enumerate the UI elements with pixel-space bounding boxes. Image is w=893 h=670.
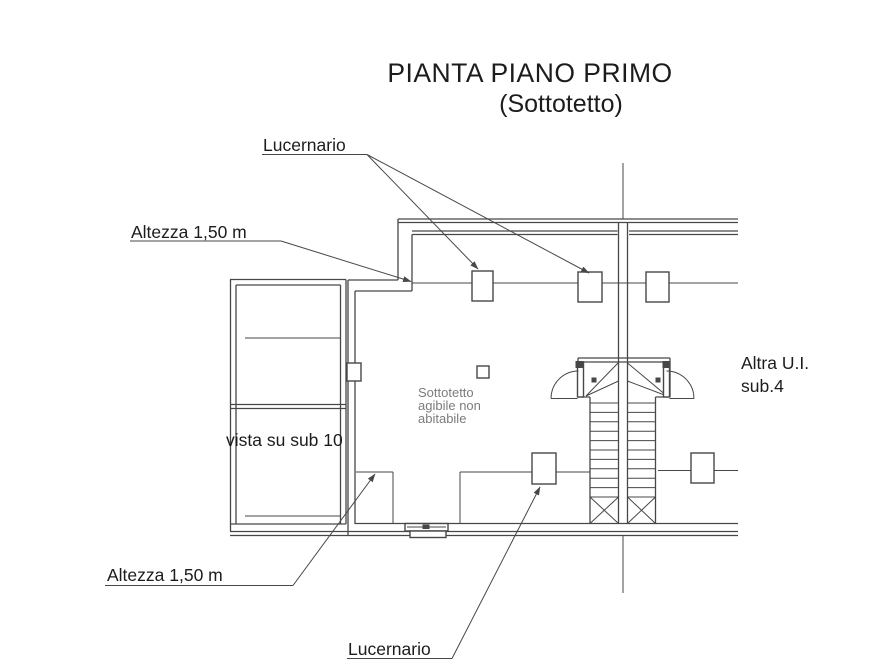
door-swing-arc-right <box>666 370 695 399</box>
balcony-sub10 <box>229 278 347 532</box>
plan-subtitle: (Sottotetto) <box>499 90 623 118</box>
stair-treads-right <box>627 402 656 498</box>
walls <box>230 218 738 537</box>
roof-post-symbol <box>476 365 490 379</box>
bottom-hatch-symbol <box>404 522 449 539</box>
left-wall <box>347 280 356 536</box>
height-label-top: Altezza 1,50 m <box>131 222 247 242</box>
top-outer-wall <box>348 218 738 292</box>
unit-division-wall <box>617 222 629 524</box>
skylight-leader-top-1 <box>366 154 479 270</box>
stair-direction-mark-left <box>591 377 597 383</box>
balcony-walls <box>229 278 347 532</box>
stair-break-lines <box>589 496 656 524</box>
skylight-label-top: Lucernario <box>263 135 346 155</box>
hatch-lower <box>409 530 447 539</box>
door-hinge-right <box>662 361 671 368</box>
low-height-zone-mid <box>459 471 590 524</box>
balcony-inner-lines <box>245 337 340 517</box>
skylight-2 <box>577 271 603 303</box>
bottom-wall <box>230 522 738 537</box>
skylight-leader-top-2 <box>366 154 590 274</box>
stair-treads-left <box>590 402 619 498</box>
room-note-line1: Sottotetto <box>418 385 474 400</box>
wall-window-symbol <box>346 362 362 382</box>
top-inner-wall <box>412 230 738 236</box>
room-note-line2: agibile non <box>418 398 481 413</box>
skylight-1 <box>471 270 494 302</box>
height-leader-bottom <box>292 473 376 586</box>
height-label-bottom: Altezza 1,50 m <box>107 565 223 585</box>
view-label: vista su sub 10 <box>226 430 343 450</box>
stair-winder-lines <box>585 362 668 397</box>
room-note-line3: abitabile <box>418 411 466 426</box>
low-height-zone-left <box>356 471 394 524</box>
height-leader-top <box>280 240 412 282</box>
hatch-knob <box>422 524 430 529</box>
plan-title: PIANTA PIANO PRIMO <box>387 58 672 88</box>
adjacent-unit-line2: sub.4 <box>741 376 784 396</box>
adjacent-unit-line1: Altra U.I. <box>741 353 809 373</box>
skylight-5 <box>690 452 715 484</box>
skylight-leader-bottom <box>451 486 541 659</box>
skylights <box>471 270 715 485</box>
skylight-4 <box>531 452 557 485</box>
leader-lines <box>105 154 590 659</box>
door-swing-arc-left <box>550 370 579 399</box>
stairwell <box>550 357 695 524</box>
stair-direction-mark-right <box>655 377 661 383</box>
interior-lines <box>356 163 738 593</box>
skylight-label-bottom: Lucernario <box>348 639 431 659</box>
door-hinge-left <box>575 361 584 368</box>
skylight-3 <box>645 271 670 303</box>
